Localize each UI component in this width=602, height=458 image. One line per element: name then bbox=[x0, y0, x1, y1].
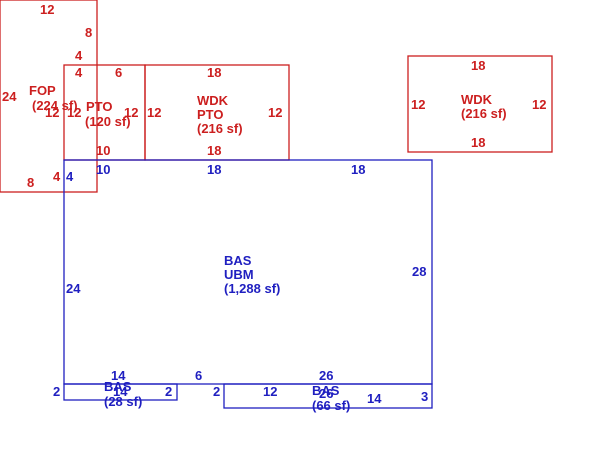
wdk-pto-code1: WDK bbox=[197, 93, 229, 108]
wdk-pto-area: (216 sf) bbox=[197, 121, 243, 136]
dim-bas-18b: 18 bbox=[351, 162, 365, 177]
dim-fop-4a: 4 bbox=[75, 48, 83, 63]
bas-small-right-code: BAS bbox=[312, 383, 340, 398]
pto-code: PTO bbox=[86, 99, 113, 114]
dim-wdk-18b: 18 bbox=[471, 135, 485, 150]
dim-wdkpto-18b: 18 bbox=[207, 143, 221, 158]
dim-fop-4b: 4 bbox=[75, 65, 83, 80]
dim-b2-14: 14 bbox=[113, 384, 128, 399]
wdk-code: WDK bbox=[461, 92, 493, 107]
dim-b2-2l: 2 bbox=[53, 384, 60, 399]
bas-main-code1: BAS bbox=[224, 253, 252, 268]
dim-bas-26: 26 bbox=[319, 368, 333, 383]
dim-b3-2: 2 bbox=[213, 384, 220, 399]
bas-main-area: (1,288 sf) bbox=[224, 281, 280, 296]
wdk-pto-code2: PTO bbox=[197, 107, 224, 122]
dim-bas-24: 24 bbox=[66, 281, 81, 296]
bas-small-left-outline bbox=[63, 383, 178, 401]
dim-wdkpto-12r: 12 bbox=[268, 105, 282, 120]
dim-fop-4c: 4 bbox=[53, 169, 61, 184]
pto-area: (120 sf) bbox=[85, 114, 131, 129]
dim-b3-26: 26 bbox=[319, 386, 333, 401]
dim-fop-24: 24 bbox=[2, 89, 17, 104]
bas-small-right-outline bbox=[223, 383, 433, 409]
dim-wdk-12r: 12 bbox=[532, 97, 546, 112]
dim-b3-3: 3 bbox=[421, 389, 428, 404]
bas-small-left-code: BAS bbox=[104, 379, 132, 394]
dim-fop-12r: 12 bbox=[67, 105, 81, 120]
fop-area: (224 sf) bbox=[32, 98, 78, 113]
dim-pto-10: 10 bbox=[96, 143, 110, 158]
fop-outline bbox=[0, 0, 98, 193]
dim-bas-6: 6 bbox=[195, 368, 202, 383]
dim-wdkpto-18t: 18 bbox=[207, 65, 221, 80]
dim-bas-4: 4 bbox=[66, 169, 74, 184]
dim-fop-top: 12 bbox=[40, 2, 54, 17]
dim-b2-2r: 2 bbox=[165, 384, 172, 399]
fop-code: FOP bbox=[29, 83, 56, 98]
dim-bas-14a: 14 bbox=[111, 368, 126, 383]
dim-bas-18a: 18 bbox=[207, 162, 221, 177]
dim-fop-8a: 8 bbox=[85, 25, 92, 40]
bas-small-left-area: (28 sf) bbox=[104, 394, 142, 409]
dim-fop-6: 6 bbox=[115, 65, 122, 80]
dim-b3-12: 12 bbox=[263, 384, 277, 399]
dim-wdkpto-12l: 12 bbox=[147, 105, 161, 120]
dim-wdk-18t: 18 bbox=[471, 58, 485, 73]
bas-main-code2: UBM bbox=[224, 267, 254, 282]
dim-bas-10: 10 bbox=[96, 162, 110, 177]
dim-wdk-12l: 12 bbox=[411, 97, 425, 112]
dim-pto-12r: 12 bbox=[124, 105, 138, 120]
wdk-outline bbox=[407, 55, 553, 153]
bas-small-right-area: (66 sf) bbox=[312, 398, 350, 413]
wdk-area: (216 sf) bbox=[461, 106, 507, 121]
dim-fop-8b: 8 bbox=[27, 175, 34, 190]
dim-fop-12l: 12 bbox=[45, 105, 59, 120]
dim-b3-14: 14 bbox=[367, 391, 382, 406]
dim-bas-28: 28 bbox=[412, 264, 426, 279]
